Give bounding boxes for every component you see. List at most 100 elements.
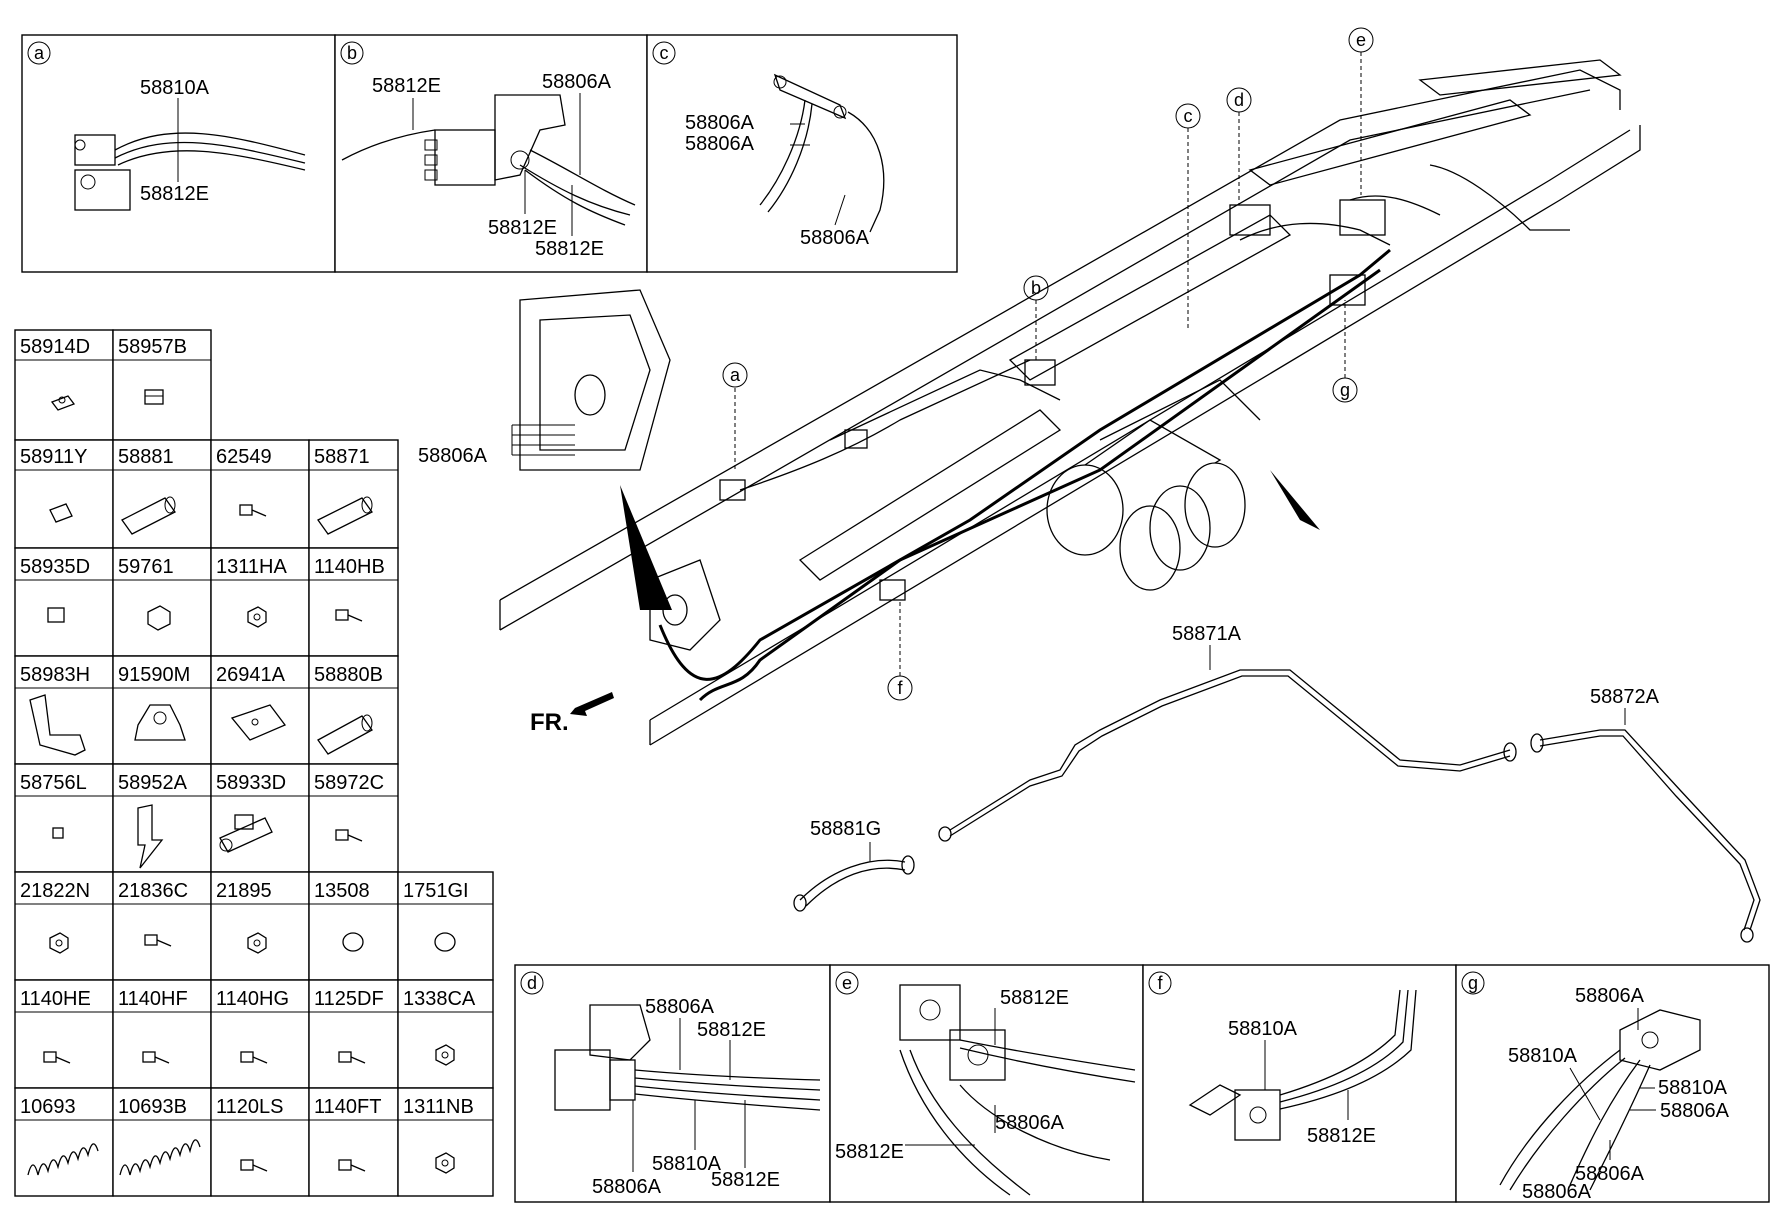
leader-lines-58806A bbox=[511, 424, 575, 456]
part-number-21822N: 21822N bbox=[20, 880, 90, 902]
label-58881G: 58881G bbox=[810, 818, 881, 840]
o-ring-icon bbox=[342, 932, 364, 952]
label-58806A: 58806A bbox=[1575, 985, 1645, 1007]
detail-panel-b: b 58812E 58806A 58812E 58812E bbox=[334, 34, 648, 273]
label-58871A: 58871A bbox=[1172, 623, 1242, 645]
label-58806A: 58806A bbox=[1522, 1181, 1592, 1203]
detail-letter-d: d bbox=[527, 973, 537, 993]
callout-a: a bbox=[730, 365, 741, 385]
cap-nut-icon bbox=[147, 605, 171, 631]
part-number-10693: 10693 bbox=[20, 1096, 76, 1118]
nut-icon bbox=[435, 1044, 455, 1066]
bolt-icon bbox=[142, 1051, 170, 1064]
label-58812E: 58812E bbox=[372, 75, 441, 97]
tube-sleeve-icon bbox=[121, 496, 176, 535]
mount-plate-icon bbox=[230, 704, 287, 741]
bolt-icon bbox=[240, 1159, 268, 1172]
label-58806A: 58806A bbox=[542, 71, 612, 93]
chassis-frame-illustration bbox=[499, 59, 1641, 746]
part-number-1125DF: 1125DF bbox=[314, 988, 384, 1010]
label-58812E: 58812E bbox=[835, 1141, 904, 1163]
label-58806A: 58806A bbox=[800, 227, 870, 249]
bracket-icon bbox=[29, 694, 86, 756]
front-label: FR. bbox=[530, 709, 569, 736]
detail-panel-c: c 58806A 58806A 58806A bbox=[646, 34, 958, 273]
part-number-58983H: 58983H bbox=[20, 664, 90, 686]
detail-letter-g: g bbox=[1468, 973, 1478, 993]
fitting-icon bbox=[144, 389, 164, 405]
part-number-58911Y: 58911Y bbox=[20, 446, 87, 468]
part-number-1338CA: 1338CA bbox=[403, 988, 476, 1010]
label-58806A: 58806A bbox=[1575, 1163, 1645, 1185]
bolt-icon bbox=[240, 1051, 268, 1064]
tee-fitting-illustration bbox=[759, 73, 885, 233]
label-58806A: 58806A bbox=[1660, 1100, 1730, 1122]
part-number-58935D: 58935D bbox=[20, 556, 90, 578]
part-number-21836C: 21836C bbox=[118, 880, 188, 902]
label-58810A: 58810A bbox=[140, 77, 210, 99]
label-58810A: 58810A bbox=[1658, 1077, 1728, 1099]
detail-letter-f: f bbox=[1157, 973, 1163, 993]
callout-b: b bbox=[1031, 278, 1041, 298]
detail-panel-f: f 58810A 58812E bbox=[1142, 964, 1457, 1203]
part-number-1140FT: 1140FT bbox=[314, 1096, 381, 1118]
nut-icon bbox=[435, 1152, 455, 1174]
part-number-58881: 58881 bbox=[118, 446, 174, 468]
bolt-icon bbox=[338, 1051, 366, 1064]
part-number-58952A: 58952A bbox=[118, 772, 188, 794]
label-58806A: 58806A bbox=[592, 1176, 662, 1198]
callout-e: e bbox=[1356, 30, 1366, 50]
part-number-1120LS: 1120LS bbox=[216, 1096, 283, 1118]
tee-connector-icon bbox=[219, 814, 273, 853]
grommet-icon bbox=[52, 827, 64, 839]
part-number-58972C: 58972C bbox=[314, 772, 384, 794]
callout-g: g bbox=[1340, 380, 1350, 400]
elbow-fitting-icon bbox=[49, 503, 73, 523]
part-number-58871: 58871 bbox=[314, 446, 370, 468]
label-58812E: 58812E bbox=[1307, 1125, 1376, 1147]
tube-sleeve-icon bbox=[317, 496, 373, 535]
part-number-1311NB: 1311NB bbox=[403, 1096, 474, 1118]
part-number-13508: 13508 bbox=[314, 880, 370, 902]
part-number-1311HA: 1311HA bbox=[216, 556, 287, 578]
relay-valve-illustration bbox=[554, 1004, 821, 1172]
sensing-valve-bracket-illustration bbox=[1188, 989, 1417, 1141]
part-number-59761: 59761 bbox=[118, 556, 174, 578]
label-58806A: 58806A bbox=[995, 1112, 1065, 1134]
bolt-icon bbox=[335, 609, 363, 622]
bolt-icon bbox=[239, 504, 267, 517]
part-number-1140HG: 1140HG bbox=[216, 988, 289, 1010]
detail-letter-e: e bbox=[842, 973, 852, 993]
dual-valve-illustration bbox=[899, 984, 1136, 1196]
coil-spring-icon bbox=[119, 1139, 201, 1176]
detail-panel-a: a 58810A 58812E bbox=[21, 34, 336, 273]
label-58806A: 58806A bbox=[685, 112, 755, 134]
fitting-icon bbox=[50, 395, 76, 411]
fitting-icon bbox=[47, 607, 65, 623]
callout-f: f bbox=[897, 678, 903, 698]
junction-valve-illustration bbox=[1499, 1008, 1701, 1191]
part-number-62549: 62549 bbox=[216, 446, 272, 468]
nut-icon bbox=[49, 932, 69, 954]
label-58812E: 58812E bbox=[140, 183, 209, 205]
callout-c: c bbox=[1184, 106, 1193, 126]
clip-bracket-icon bbox=[137, 804, 164, 869]
brake-tube-assembly: 58871A 58872A 58881G bbox=[793, 623, 1761, 943]
part-number-58933D: 58933D bbox=[216, 772, 286, 794]
part-number-21895: 21895 bbox=[216, 880, 272, 902]
part-number-10693B: 10693B bbox=[118, 1096, 187, 1118]
detail-panel-e: e 58812E 58812E 58806A bbox=[829, 964, 1144, 1203]
label-58812E: 58812E bbox=[535, 238, 604, 260]
part-number-58957B: 58957B bbox=[118, 336, 187, 358]
label-58810A: 58810A bbox=[652, 1153, 722, 1175]
label-58810A: 58810A bbox=[1508, 1045, 1578, 1067]
callout-group: a b c d e f g bbox=[722, 27, 1374, 701]
clip-icon bbox=[134, 704, 186, 741]
part-number-26941A: 26941A bbox=[216, 664, 286, 686]
part-number-91590M: 91590M bbox=[118, 664, 190, 686]
label-58810A: 58810A bbox=[1228, 1018, 1298, 1040]
label-58806A-brake-lines: 58806A bbox=[418, 445, 488, 467]
detail-letter-b: b bbox=[347, 43, 357, 63]
callout-d: d bbox=[1234, 90, 1244, 110]
detail-letter-c: c bbox=[660, 43, 669, 63]
